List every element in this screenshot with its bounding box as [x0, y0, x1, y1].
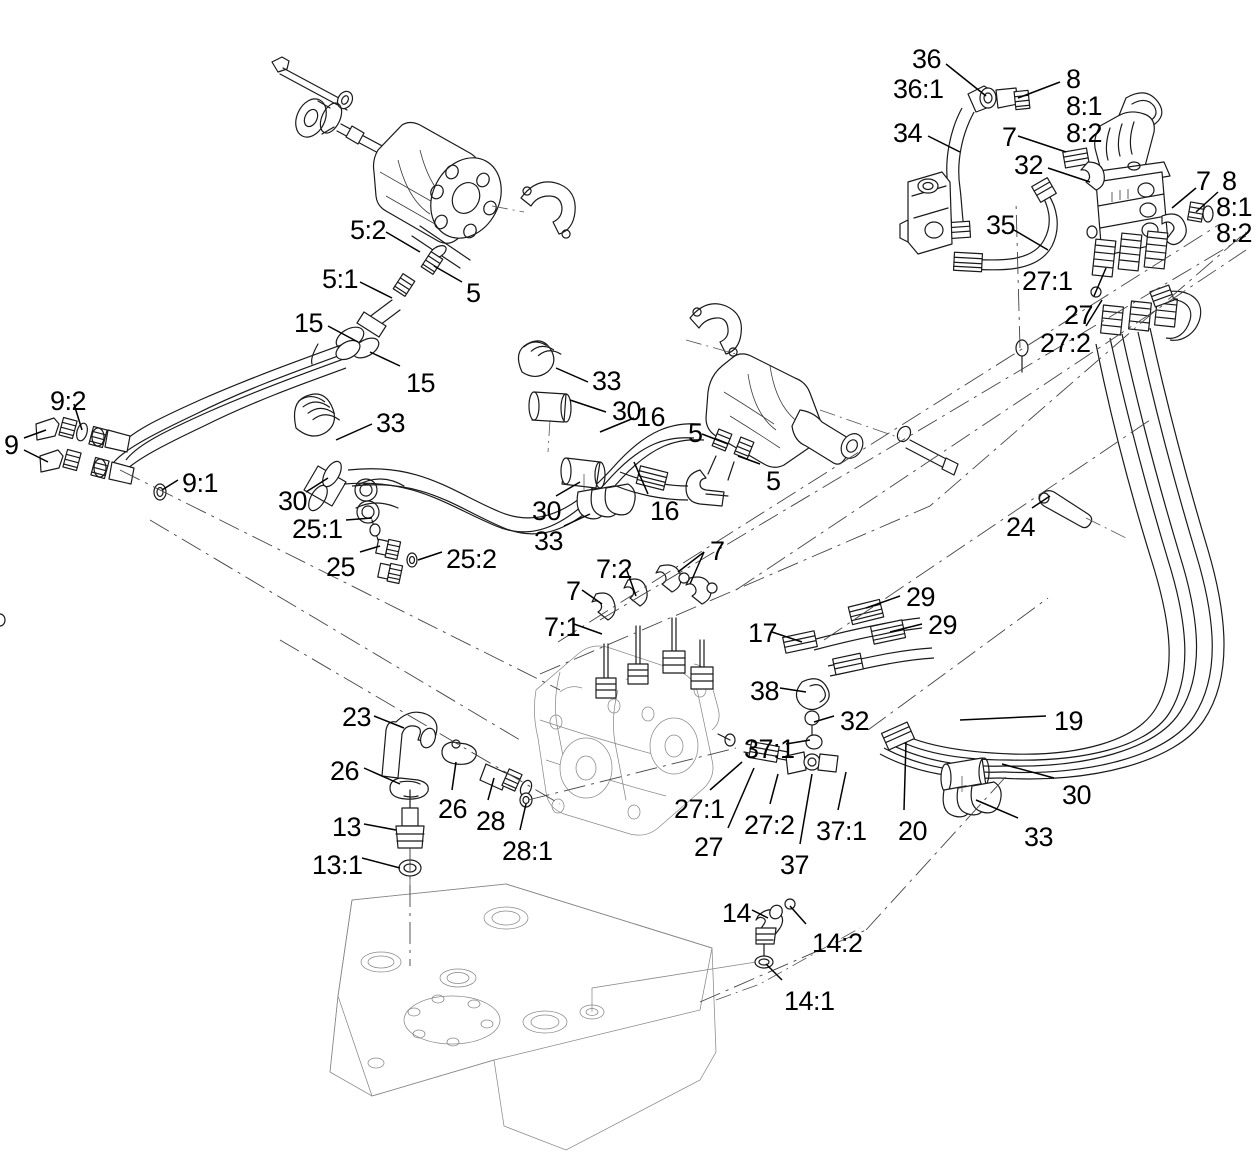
callout-27: 27 [694, 832, 724, 862]
callout-30: 30 [278, 486, 308, 516]
callout-16: 16 [636, 402, 666, 432]
callout-27-1: 27:1 [674, 794, 725, 824]
callout-29: 29 [928, 610, 958, 640]
callout-33: 33 [1024, 822, 1054, 852]
tandem-pump-assembly [0, 564, 1002, 836]
callout-27-2: 27:2 [1040, 328, 1091, 358]
left-hose-end-fittings [35, 416, 167, 501]
callout-13-1: 13:1 [312, 850, 363, 880]
callout-5: 5 [766, 466, 781, 496]
callout-30: 30 [532, 496, 562, 526]
clamp-group-left [293, 393, 705, 585]
callout-17: 17 [748, 618, 778, 648]
callout-5: 5 [688, 418, 703, 448]
callout-30: 30 [612, 396, 642, 426]
callout-14-1: 14:1 [784, 986, 835, 1016]
callout-36-1: 36:1 [893, 74, 944, 104]
callout-37: 37 [780, 850, 810, 880]
callout-25-1: 25:1 [292, 514, 343, 544]
callout-33: 33 [534, 526, 564, 556]
callout-34: 34 [893, 118, 923, 148]
callout-8-2: 8:2 [1216, 218, 1253, 248]
callout-8: 8 [1066, 64, 1081, 94]
callout-33: 33 [592, 366, 622, 396]
callout-26: 26 [438, 794, 468, 824]
left-motor-hose-fittings [113, 225, 471, 475]
callout-25: 25 [326, 552, 356, 582]
control-valve-assembly [899, 85, 1214, 373]
callout-38: 38 [750, 676, 780, 706]
callout-7: 7 [710, 536, 725, 566]
callout-35: 35 [986, 210, 1016, 240]
callout-36: 36 [912, 44, 942, 74]
callout-9-1: 9:1 [182, 468, 219, 498]
callout-19: 19 [1054, 706, 1084, 736]
callout-5-1: 5:1 [322, 264, 359, 294]
left-wheel-motor-assembly [271, 56, 576, 244]
clamp-group-center [517, 340, 636, 520]
callout-8-1: 8:1 [1066, 91, 1103, 121]
callout-15: 15 [294, 308, 324, 338]
callout-27: 27 [1064, 300, 1094, 330]
callout-24: 24 [1006, 512, 1036, 542]
callout-7: 7 [566, 576, 581, 606]
callout-7-1: 7:1 [544, 612, 581, 642]
callout-8-2: 8:2 [1066, 118, 1103, 148]
callout-25-2: 25:2 [446, 544, 497, 574]
callout-14-2: 14:2 [812, 928, 863, 958]
callout-8: 8 [1222, 166, 1237, 196]
leader-lines [23, 63, 1219, 981]
callout-9-2: 9:2 [50, 386, 87, 416]
callout-29: 29 [906, 582, 936, 612]
callout-13: 13 [332, 812, 362, 842]
callout-7: 7 [1196, 166, 1211, 196]
callout-32: 32 [1014, 150, 1044, 180]
callout-5: 5 [466, 278, 481, 308]
callout-26: 26 [330, 756, 360, 786]
right-hose-bundle [879, 327, 1225, 780]
callout-28: 28 [476, 806, 506, 836]
callout-5-2: 5:2 [350, 215, 387, 245]
callout-27-1: 27:1 [1022, 266, 1073, 296]
callout-7-2: 7:2 [596, 554, 633, 584]
callout-14: 14 [722, 898, 752, 928]
hydraulic-tank [329, 883, 861, 1151]
tank-elbow-14 [754, 898, 796, 969]
callout-8-1: 8:1 [1216, 192, 1253, 222]
pin-24 [1038, 490, 1127, 539]
callout-32: 32 [840, 706, 870, 736]
callout-28-1: 28:1 [502, 836, 553, 866]
callout-37-1: 37:1 [816, 816, 867, 846]
callout-30: 30 [1062, 780, 1092, 810]
callout-37-1: 37:1 [744, 734, 795, 764]
callout-9: 9 [4, 430, 19, 460]
callout-16: 16 [650, 496, 680, 526]
right-wheel-motor-assembly [615, 303, 959, 507]
callout-27-2: 27:2 [744, 810, 795, 840]
callout-7: 7 [1002, 122, 1017, 152]
callout-33: 33 [376, 408, 406, 438]
callout-15: 15 [406, 368, 436, 398]
callout-20: 20 [898, 816, 928, 846]
callout-23: 23 [342, 702, 372, 732]
